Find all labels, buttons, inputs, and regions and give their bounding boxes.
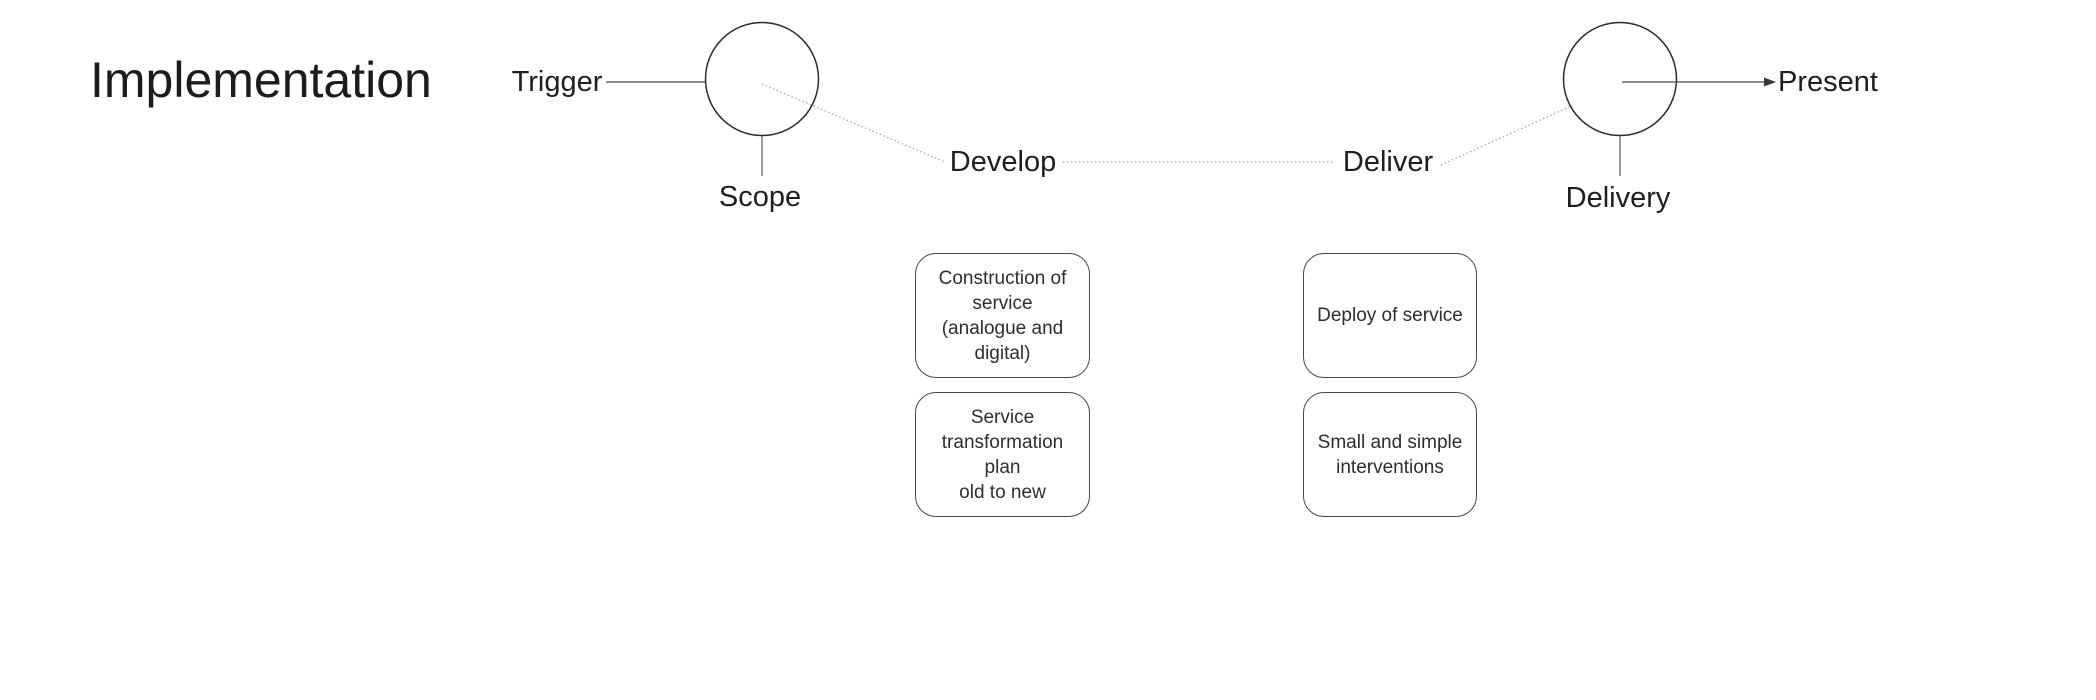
- deliver-to-delivery-dotted-line: [1440, 82, 1623, 166]
- label-delivery: Delivery: [1565, 182, 1671, 215]
- label-present: Present: [1778, 66, 1878, 99]
- label-trigger: Trigger: [511, 66, 603, 99]
- label-scope: Scope: [718, 181, 802, 214]
- scope-to-develop-dotted-line: [761, 83, 946, 163]
- develop-box-service-transformation-plan: Service transformation plan old to new: [915, 392, 1090, 517]
- page-title: Implementation: [90, 52, 432, 108]
- label-deliver: Deliver: [1342, 146, 1434, 179]
- deliver-box-deploy-of-service: Deploy of service: [1303, 253, 1477, 378]
- present-arrowhead-icon: [1764, 77, 1776, 87]
- delivery-node-circle: [1562, 21, 1678, 137]
- label-develop: Develop: [949, 146, 1057, 179]
- scope-node-circle: [704, 21, 820, 137]
- deliver-box-small-and-simple-interventions: Small and simple interventions: [1303, 392, 1477, 517]
- develop-box-construction-of-service: Construction of service (analogue and di…: [915, 253, 1090, 378]
